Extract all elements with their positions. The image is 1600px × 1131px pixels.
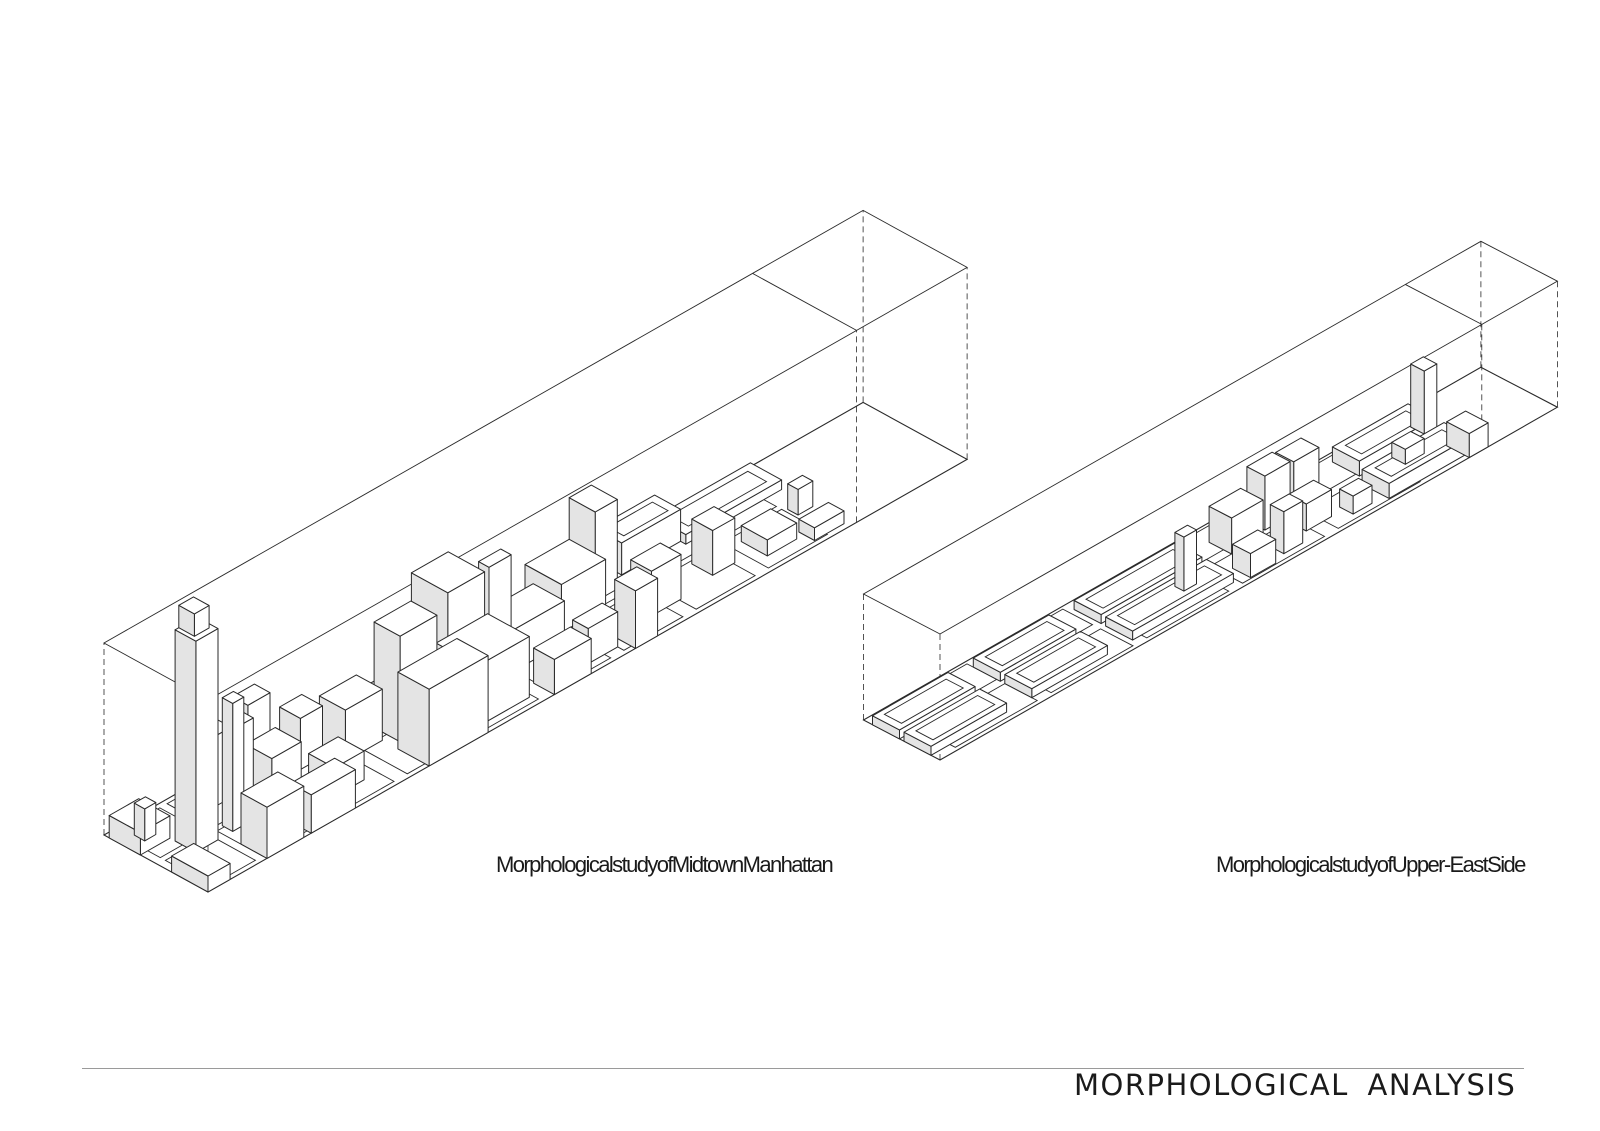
courtyard-outline <box>914 694 996 741</box>
courtyard-outline <box>1085 548 1191 609</box>
building-block <box>1105 558 1234 641</box>
courtyard-outline <box>1015 637 1097 683</box>
building-roof-face <box>1410 356 1438 372</box>
building-block <box>240 771 305 859</box>
building-block <box>1004 630 1108 699</box>
building-roof-face <box>630 542 682 572</box>
building-block <box>903 688 1008 756</box>
building-block <box>1339 477 1373 515</box>
building-block <box>533 626 592 696</box>
midtown-diagram-caption: MorphologicalstudyofMidtownManhattan <box>496 852 834 877</box>
building-roof-face <box>1105 558 1234 632</box>
upper-east-side-axonometric <box>862 240 1559 761</box>
building-front-face <box>1423 363 1438 435</box>
building-side-face <box>221 697 234 832</box>
building-roof-face <box>740 508 798 541</box>
building-block <box>1410 356 1438 435</box>
building-roof-face <box>872 672 976 731</box>
building-roof-face <box>572 602 619 629</box>
ground-city-block <box>721 508 829 569</box>
building-block <box>1446 410 1489 459</box>
footer-divider <box>82 1068 1524 1069</box>
building-roof-face <box>1174 524 1197 538</box>
plane-divider <box>752 273 857 331</box>
courtyard-outline <box>984 620 1065 667</box>
building-roof-face <box>533 626 592 660</box>
building-roof-face <box>1246 451 1291 477</box>
building-roof-face <box>240 771 305 808</box>
building-roof-face <box>524 538 607 585</box>
building-block <box>1391 431 1425 465</box>
building-roof-face <box>1232 529 1277 555</box>
building-roof-face <box>798 501 845 529</box>
building-front-face <box>195 628 219 853</box>
upper-plane-outline <box>862 240 1559 635</box>
building-roof-face <box>691 506 736 531</box>
building-roof-face <box>221 690 245 704</box>
building-block <box>691 506 736 576</box>
building-roof-face <box>178 596 210 615</box>
building-roof-face <box>903 688 1008 747</box>
building-roof-face <box>1004 630 1108 690</box>
building-roof-face <box>1339 477 1373 497</box>
building-block <box>614 566 659 649</box>
building-roof-face <box>1446 410 1489 435</box>
building-roof-face <box>245 727 302 760</box>
building-roof-face <box>133 796 157 810</box>
building-side-face <box>1174 531 1185 592</box>
building-roof-face <box>279 693 323 719</box>
building-roof-face <box>318 674 383 711</box>
building-side-face <box>1410 363 1425 435</box>
plane-divider <box>1405 284 1483 325</box>
building-roof-face <box>397 638 489 690</box>
building-block <box>787 474 814 516</box>
building-roof-face <box>171 842 231 877</box>
upper-plane-outline <box>103 209 969 701</box>
building-roof-face <box>1269 493 1304 513</box>
building-block <box>171 842 231 893</box>
building-side-face <box>133 802 146 842</box>
courtyard-outline <box>1116 565 1223 626</box>
building-roof-face <box>972 614 1077 673</box>
building-block <box>397 638 489 767</box>
building-roof-face <box>568 484 618 513</box>
upper-east-side-diagram-caption: MorphologicalstudyofUpper-EastSide <box>1216 852 1526 877</box>
building-block <box>178 596 210 637</box>
building-front-face <box>1183 529 1197 592</box>
sheet-title: MORPHOLOGICAL ANALYSIS <box>1074 1068 1517 1102</box>
building-block <box>1174 524 1197 592</box>
building-roof-face <box>373 600 438 637</box>
courtyard-outline <box>1374 429 1459 477</box>
building-roof-face <box>410 551 486 594</box>
building-block <box>740 508 798 557</box>
courtyard-outline <box>883 678 965 724</box>
courtyard-outline <box>1344 410 1423 455</box>
building-roof-face <box>1208 487 1264 519</box>
building-roof-face <box>787 474 814 490</box>
building-roof-face <box>478 548 512 568</box>
building-roof-face <box>1391 431 1425 450</box>
midtown-manhattan-axonometric <box>102 209 969 893</box>
building-roof-face <box>614 566 659 592</box>
building-side-face <box>174 629 197 853</box>
building-block <box>133 796 157 842</box>
building-roof-face <box>308 736 365 769</box>
building-block <box>1232 529 1277 579</box>
building-block <box>1269 493 1304 555</box>
building-block <box>798 501 845 541</box>
building-block <box>174 616 219 853</box>
building-roof-face <box>1275 437 1320 463</box>
